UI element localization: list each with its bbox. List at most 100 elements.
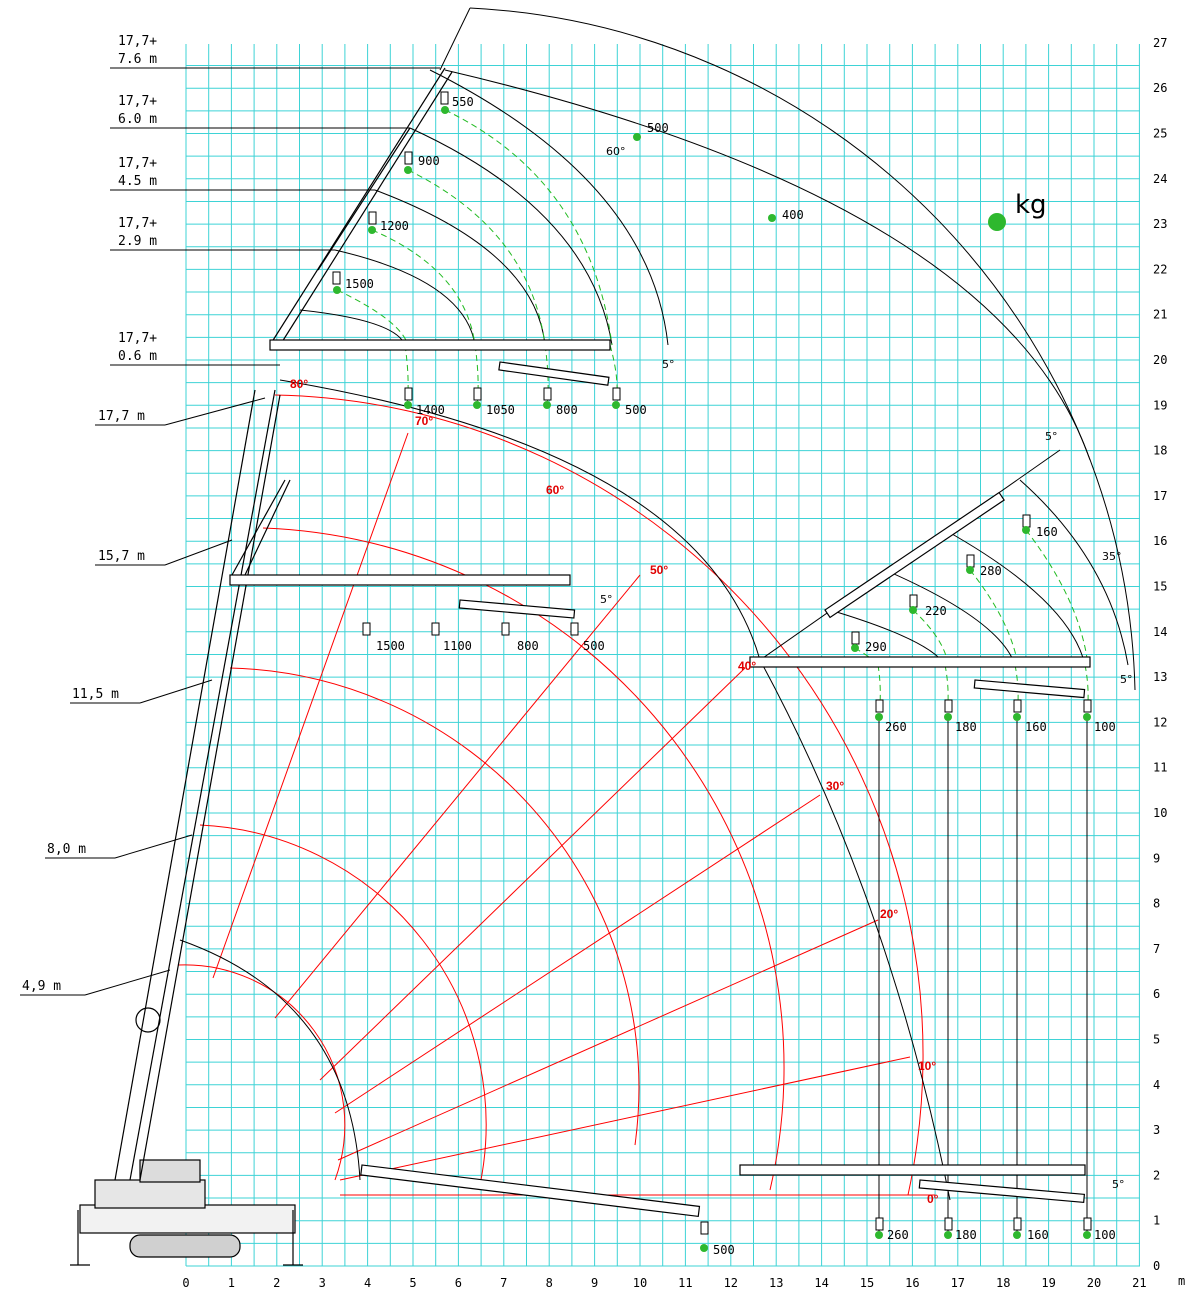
y-tick-label: 4 [1153, 1078, 1160, 1092]
y-tick-label: 12 [1153, 715, 1167, 729]
y-tick-label: 10 [1153, 806, 1167, 820]
x-tick-label: 18 [996, 1276, 1010, 1290]
x-tick-label: 7 [500, 1276, 507, 1290]
jib-angle-label: 5° [1112, 1178, 1125, 1191]
y-tick-label: 0 [1153, 1259, 1160, 1273]
load-label: 900 [418, 154, 440, 168]
height-label: 2.9 m [118, 234, 157, 249]
height-label: 17,7+ [118, 331, 157, 346]
height-label: 6.0 m [118, 112, 157, 127]
range-ray [274, 574, 641, 1019]
angle-label: 70° [415, 414, 433, 428]
jib-arc [944, 529, 1086, 666]
load-label: 160 [1025, 720, 1047, 734]
x-tick-label: 2 [273, 1276, 280, 1290]
range-ray [212, 432, 409, 979]
load-label: 180 [955, 1228, 977, 1242]
jib-arc [374, 189, 546, 346]
load-label: 180 [955, 720, 977, 734]
x-tick-label: 16 [905, 1276, 919, 1290]
y-tick-label: 27 [1153, 36, 1167, 50]
height-label: 17,7+ [118, 156, 157, 171]
y-tick-label: 18 [1153, 444, 1167, 458]
load-label: 500 [625, 403, 647, 417]
y-tick-label: 15 [1153, 580, 1167, 594]
height-label: 17,7+ [118, 216, 157, 231]
range-arc [262, 527, 785, 1191]
y-tick-label: 3 [1153, 1123, 1160, 1137]
outer-envelope [469, 7, 1136, 691]
height-label: 17,7+ [118, 94, 157, 109]
y-axis-ticks: 0123456789101112131415161718192021222324… [1153, 36, 1167, 1273]
jib-angle-label: 5° [662, 358, 675, 371]
height-label: 8,0 m [47, 842, 86, 857]
x-tick-label: 20 [1087, 1276, 1101, 1290]
y-tick-label: 7 [1153, 942, 1160, 956]
x-tick-label: 17 [951, 1276, 965, 1290]
load-label: 260 [885, 720, 907, 734]
jib-angle-label: 5° [1045, 430, 1058, 443]
load-label: 1100 [443, 639, 472, 653]
range-ray [334, 794, 821, 1114]
x-tick-label: 21 [1132, 1276, 1146, 1290]
y-tick-label: 19 [1153, 398, 1167, 412]
angle-label: 40° [738, 659, 756, 673]
legend-unit: kg [1015, 190, 1047, 220]
jib-angle-label: 5° [1120, 673, 1133, 686]
range-ray [339, 1056, 911, 1181]
height-label: 17,7+ [118, 34, 157, 49]
legend-marker [988, 213, 1006, 231]
load-label: 1050 [486, 403, 515, 417]
y-tick-label: 13 [1153, 670, 1167, 684]
height-labels: 17,7+ 7.6 m 17,7+ 6.0 m 17,7+ 4.5 m 17,7… [22, 34, 157, 994]
load-label: 100 [1094, 720, 1116, 734]
x-tick-label: 9 [591, 1276, 598, 1290]
angle-label: 20° [880, 907, 898, 921]
load-label: 290 [865, 640, 887, 654]
y-tick-label: 22 [1153, 262, 1167, 276]
load-label: 500 [713, 1243, 735, 1257]
load-label: 1500 [345, 277, 374, 291]
load-label: 260 [887, 1228, 909, 1242]
range-arc [199, 824, 487, 1186]
load-label: 220 [925, 604, 947, 618]
load-label: 100 [1094, 1228, 1116, 1242]
load-label: 1200 [380, 219, 409, 233]
y-tick-label: 20 [1153, 353, 1167, 367]
jib-angle-label: 35° [1102, 550, 1122, 563]
height-label: 0.6 m [118, 349, 157, 364]
jib-arc [409, 127, 613, 346]
jib-arc [334, 249, 476, 346]
x-tick-label: 1 [228, 1276, 235, 1290]
y-tick-label: 9 [1153, 851, 1160, 865]
angle-label: 60° [546, 483, 564, 497]
angle-label: 0° [927, 1192, 939, 1206]
load-label: 160 [1036, 525, 1058, 539]
y-tick-label: 2 [1153, 1168, 1160, 1182]
angle-label: 80° [290, 377, 308, 391]
jib-angle-label: 60° [606, 145, 626, 158]
height-leaders [20, 67, 440, 996]
x-tick-label: 13 [769, 1276, 783, 1290]
range-arc [229, 667, 640, 1146]
x-tick-label: 15 [860, 1276, 874, 1290]
load-label: 280 [980, 564, 1002, 578]
grid [185, 44, 1140, 1267]
x-tick-label: 14 [814, 1276, 828, 1290]
y-tick-label: 24 [1153, 172, 1167, 186]
y-tick-label: 16 [1153, 534, 1167, 548]
angle-labels: 80° 70° 60° 50° 40° 30° 20° 10° 0° 60° 5… [290, 145, 1133, 1206]
x-tick-label: 19 [1041, 1276, 1055, 1290]
range-ray [319, 667, 746, 1081]
y-tick-label: 1 [1153, 1214, 1160, 1228]
x-tick-label: 12 [724, 1276, 738, 1290]
height-label: 4.5 m [118, 174, 157, 189]
angle-label: 50° [650, 563, 668, 577]
drop-lines [878, 715, 1088, 1235]
x-tick-label: 0 [182, 1276, 189, 1290]
y-tick-label: 25 [1153, 127, 1167, 141]
x-tick-label: 4 [364, 1276, 371, 1290]
